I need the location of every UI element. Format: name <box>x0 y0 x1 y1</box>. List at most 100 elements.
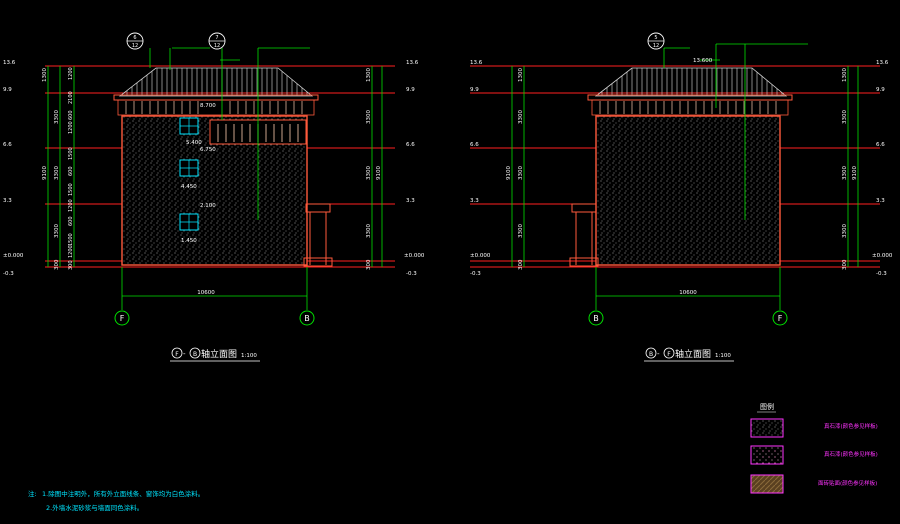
level: ±0.000 <box>470 253 491 259</box>
notes-prefix: 注: <box>28 489 37 498</box>
dim: 300 <box>518 259 524 270</box>
levels-right: 13.6 9.9 6.6 3.3 ±0.000 -0.3 <box>872 60 893 277</box>
levels-left: 13.6 9.9 6.6 3.3 ±0.000 -0.3 <box>3 60 24 277</box>
dim: 1300 <box>366 68 372 82</box>
tag: 4.450 <box>181 184 197 190</box>
axis-label: F <box>778 314 783 323</box>
dim: 1300 <box>842 68 848 82</box>
tag: 2.100 <box>200 203 216 209</box>
level: 9.9 <box>3 87 12 93</box>
tag: 8.700 <box>200 103 216 109</box>
roof <box>118 67 314 97</box>
note-line-2: 2.外墙水泥砂浆与墙面同色涂料。 <box>46 503 143 512</box>
dim: 3300 <box>842 224 848 238</box>
dim: 3300 <box>842 110 848 124</box>
level: -0.3 <box>3 271 14 277</box>
levels-left: 13.6 9.9 6.6 3.3 ±0.000 -0.3 <box>470 60 491 277</box>
level: -0.3 <box>876 271 887 277</box>
swatch-brown-texture <box>750 474 784 494</box>
dims-left: 1300 3300 3300 3300 300 9100 <box>42 68 60 270</box>
level: 6.6 <box>470 142 479 148</box>
level: 6.6 <box>876 142 885 148</box>
dim: 1300 <box>42 68 48 82</box>
level: 3.3 <box>406 198 415 204</box>
title-scale: 1:100 <box>715 353 731 359</box>
axis-label: B <box>304 314 310 323</box>
dim: 1500 <box>68 233 74 246</box>
level: -0.3 <box>406 271 417 277</box>
legend-item-1: 真石漆(颜色参见样板) <box>750 418 878 438</box>
dim: 1300 <box>518 68 524 82</box>
level: 9.9 <box>470 87 479 93</box>
level: 9.9 <box>406 87 415 93</box>
axis-bubble-right[interactable]: B <box>299 310 315 326</box>
dim: 3300 <box>366 166 372 180</box>
title-dash: - <box>183 350 186 358</box>
dim: 1200 <box>68 199 74 212</box>
side-porch <box>303 203 333 267</box>
level: ±0.000 <box>404 253 425 259</box>
callout-top: 6 <box>133 35 136 41</box>
tag: 5.400 <box>186 140 202 146</box>
dim-total: 9100 <box>376 166 382 180</box>
legend: 图例 真石漆(颜色参见样板) 真石漆(颜色参见样板) 面砖贴面(颜色参见样板) <box>750 402 878 494</box>
dim: 3300 <box>842 166 848 180</box>
note-line-1: 1.除图中注明外，所有外立面线条、窗饰均为白色涂料。 <box>42 489 204 498</box>
tag: 1.450 <box>181 238 197 244</box>
dim: 3300 <box>54 110 60 124</box>
roof-level-tag: 13.600 <box>693 58 713 64</box>
legend-label: 面砖贴面(颜色参见样板) <box>818 479 877 487</box>
dimension-lines <box>511 66 859 310</box>
detail-callout-1[interactable]: 6 12 <box>126 32 144 50</box>
level: ±0.000 <box>3 253 24 259</box>
level: -0.3 <box>470 271 481 277</box>
level: 6.6 <box>3 142 12 148</box>
dims-right: 1300 3300 3300 3300 300 9100 <box>366 68 382 270</box>
dim: 3300 <box>518 224 524 238</box>
title-axis-a: B <box>649 351 653 358</box>
detail-callout-2[interactable]: 7 12 <box>208 32 226 50</box>
callout-top: 7 <box>215 35 218 41</box>
title-scale: 1:100 <box>241 353 257 359</box>
dim: 1500 <box>68 183 74 196</box>
window-tags: 8.700 5.400 6.750 4.450 2.100 1.450 <box>181 103 216 244</box>
dim: 300 <box>68 260 74 270</box>
level: 3.3 <box>3 198 12 204</box>
notes: 注: 1.除图中注明外，所有外立面线条、窗饰均为白色涂料。 2.外墙水泥砂浆与墙… <box>28 489 204 512</box>
axis-bubble-left[interactable]: B <box>588 310 604 326</box>
level: 13.6 <box>470 60 483 66</box>
title-axis-b: B <box>193 351 197 358</box>
dim: 3300 <box>54 166 60 180</box>
right-elevation-title: B - F 轴立面图 1:100 <box>644 347 734 362</box>
dim: 600 <box>68 166 74 176</box>
level: ±0.000 <box>872 253 893 259</box>
dim-total: 9100 <box>852 166 858 180</box>
dim: 3300 <box>54 224 60 238</box>
detail-callout-3[interactable]: 5 12 <box>647 32 665 50</box>
dim: 600 <box>68 216 74 226</box>
callout-bottom: 12 <box>214 43 220 49</box>
axis-label: F <box>120 314 125 323</box>
dim: 300 <box>54 259 60 270</box>
dim: 600 <box>68 110 74 120</box>
level: 13.6 <box>3 60 16 66</box>
legend-label: 真石漆(颜色参见样板) <box>824 422 878 430</box>
dim-total: 9100 <box>506 166 512 180</box>
main-wall <box>595 115 781 266</box>
left-elevation: 6 12 7 12 8.700 5.400 6.750 4.450 2.100 … <box>3 32 425 362</box>
axis-bubble-left[interactable]: F <box>114 310 130 326</box>
left-elevation-title: F - B 轴立面图 1:100 <box>170 347 260 362</box>
right-elevation: 5 12 13.600 13.6 9.9 6.6 3.3 ±0.000 -0.3 <box>470 32 893 362</box>
dims-right: 1300 3300 3300 3300 300 9100 <box>842 68 858 270</box>
dim: 300 <box>366 259 372 270</box>
legend-item-2: 真石漆(颜色参见样板) <box>750 445 878 465</box>
callout-top: 5 <box>654 35 657 41</box>
dims-inner: 1200 2100 600 1200 1500 600 1500 1200 60… <box>68 67 74 270</box>
level: 13.6 <box>406 60 419 66</box>
dim: 1200 <box>68 67 74 80</box>
levels-right: 13.6 9.9 6.6 3.3 ±0.000 -0.3 <box>404 60 425 277</box>
axis-bubble-right[interactable]: F <box>772 310 788 326</box>
legend-title: 图例 <box>760 402 774 411</box>
